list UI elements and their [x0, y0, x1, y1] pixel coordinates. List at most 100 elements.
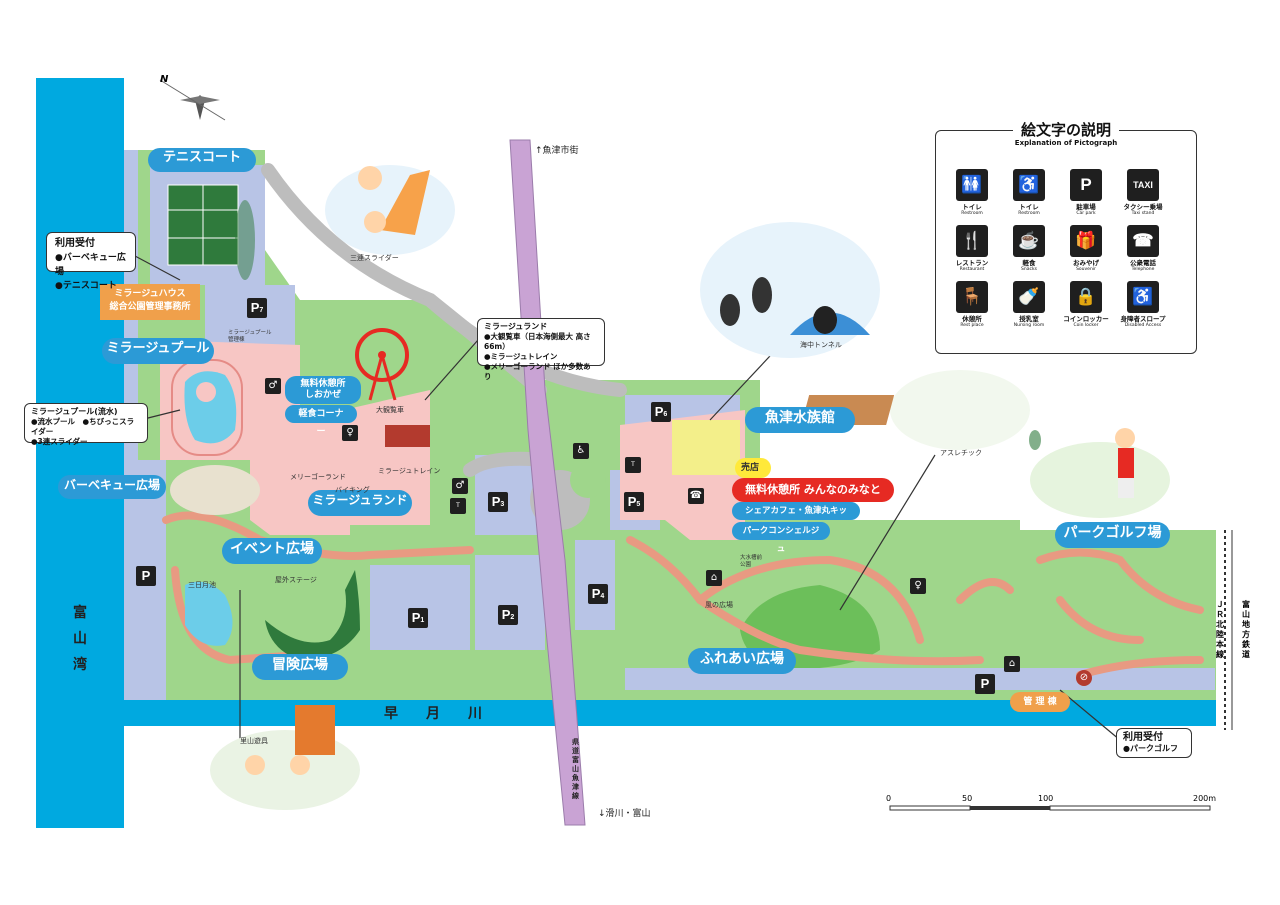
rest-place-icon: 🪑	[956, 281, 988, 313]
legend-item-jp: 公衆電話	[1130, 259, 1156, 267]
legend-item-en: Disabled Access	[1124, 323, 1162, 328]
parking-p3: P3	[488, 492, 508, 512]
area-label-event: イベント広場	[222, 538, 322, 564]
bbq-illustration	[170, 465, 260, 515]
legend-item-en: Coin locker	[1073, 323, 1099, 328]
legend-item-jp: レストラン	[955, 259, 989, 267]
park-management-building: 管 理 棟	[1010, 692, 1070, 712]
legend-item-en: Restroom	[1018, 211, 1040, 216]
legend-item-en: Restaurant	[959, 267, 985, 272]
playground-illustration	[210, 705, 360, 810]
restroom-icon: 🚻	[956, 169, 988, 201]
scale-bar	[889, 805, 1211, 811]
athletic-label: アスレチック	[940, 449, 982, 457]
legend-item-en: Car park	[1076, 211, 1096, 216]
area-label-park-golf: パークゴルフ場	[1055, 522, 1170, 548]
compass-rose	[159, 79, 226, 121]
coin-locker-icon: 🔒	[1070, 281, 1102, 313]
parking-unnumbered-west: P	[136, 566, 156, 586]
snack-icon: ☕	[1013, 225, 1045, 257]
toyama-chiho-railway-label: 富 山 地 方 鉄 道	[1242, 600, 1250, 659]
ferris-wheel-icon	[355, 328, 409, 401]
parking-p7: P7	[247, 298, 267, 318]
legend-item-en: Souvenir	[1076, 267, 1096, 272]
restroom-icon: ♀	[342, 425, 358, 441]
legend-item-jp: 駐車場	[1076, 203, 1096, 211]
legend-item-en: Restroom	[961, 211, 983, 216]
legend-item-en: Taxi stand	[1131, 211, 1155, 216]
rest-place-icon: ⌂	[706, 570, 722, 586]
wind-square-label: 風の広場	[705, 601, 733, 609]
free-rest-minato: 無料休憩所 みんなのみなと	[732, 478, 894, 502]
scale-label-100: 100	[1038, 794, 1054, 803]
taxi-icon: T	[625, 457, 641, 473]
merry-go-round-label: メリーゴーランド	[290, 473, 346, 481]
taxi-icon: T	[450, 498, 466, 514]
parking-unnumbered-east: P	[975, 674, 995, 694]
area-label-friendship: ふれあい広場	[688, 648, 796, 674]
water-slide-illustration	[325, 165, 455, 255]
golfer-illustration	[1030, 428, 1170, 518]
parking-p1: P1	[408, 608, 428, 628]
parking-icon: P	[1070, 169, 1102, 201]
scale-label-50: 50	[962, 794, 973, 803]
disabled-access-icon: ♿	[573, 443, 589, 459]
prefectural-road	[509, 139, 586, 826]
legend-item-jp: 軽食	[1022, 259, 1036, 267]
compass-north-label: N	[160, 74, 169, 85]
scale-label-200m: 200m	[1193, 794, 1217, 803]
area-label-tennis: テニスコート	[148, 148, 256, 172]
area-label-aquarium: 魚津水族館	[745, 407, 855, 433]
park-concierge: パークコンシェルジュ	[732, 522, 830, 554]
legend-item-jp: タクシー乗場	[1123, 203, 1163, 211]
shop-label: 売店	[735, 458, 771, 478]
legend-item-jp: トイレ	[962, 203, 982, 211]
mirage-land-info-callout: ミラージュランド ●大観覧車（日本海側最大 高さ66m） ●ミラージュトレイン …	[477, 318, 605, 381]
jr-hokuriku-line-label: Ｊ Ｒ 北 陸 本 線	[1216, 600, 1224, 659]
restroom-icon: ♂	[452, 478, 468, 494]
outdoor-stage-label: 屋外ステージ	[275, 576, 317, 584]
hayatsuki-river-label: 早 月 川	[384, 706, 482, 722]
legend-item-jp: コインロッカー	[1063, 315, 1109, 323]
legend-item-jp: 授乳室	[1019, 315, 1039, 323]
legend-item-en: Nursing room	[1013, 323, 1045, 328]
restroom-icon: ♂	[265, 378, 281, 394]
telephone-icon: ☎	[688, 488, 704, 504]
area-label-bbq: バーベキュー広場	[58, 475, 166, 499]
parking-p5: P5	[624, 492, 644, 512]
ferris-wheel-label: 大観覧車	[376, 406, 404, 414]
legend-item-jp: トイレ	[1019, 203, 1039, 211]
parking-p4: P4	[588, 584, 608, 604]
to-uozu-city-label: ↑魚津市街	[535, 146, 579, 156]
aquarium-illustration	[700, 222, 880, 358]
viking-label: バイキング	[335, 486, 370, 494]
legend-item-jp: おみやげ	[1073, 259, 1099, 267]
area-label-mirage-land: ミラージュランド	[308, 490, 412, 516]
telephone-icon: ☎	[1127, 225, 1159, 257]
reception-callout-park-golf: 利用受付 ●パークゴルフ	[1116, 728, 1192, 758]
restroom-icon: ♀	[910, 578, 926, 594]
reception-callout-bbq-tennis: 利用受付 ●バーベキュー広場 ●テニスコート	[46, 232, 136, 291]
restaurant-icon: 🍴	[956, 225, 988, 257]
legend-item-en: Rest place	[960, 323, 984, 328]
snack-corner: 軽食コーナー	[285, 405, 357, 437]
legend-item-jp: 休憩所	[962, 315, 982, 323]
parking-p6: P6	[651, 402, 671, 422]
prefectural-road-label: 県 道 富 山 魚 津 線	[572, 738, 579, 800]
undersea-tunnel-label: 海中トンネル	[800, 341, 842, 349]
legend-item-en: Telephone	[1131, 267, 1155, 272]
legend-title: 絵文字の説明	[1012, 121, 1119, 139]
slider-label: 三連スライダー	[350, 254, 399, 262]
satoyama-playground-label: 里山遊具	[240, 737, 268, 745]
disabled-access-icon: ♿	[1127, 281, 1159, 313]
parking-p2: P2	[498, 605, 518, 625]
